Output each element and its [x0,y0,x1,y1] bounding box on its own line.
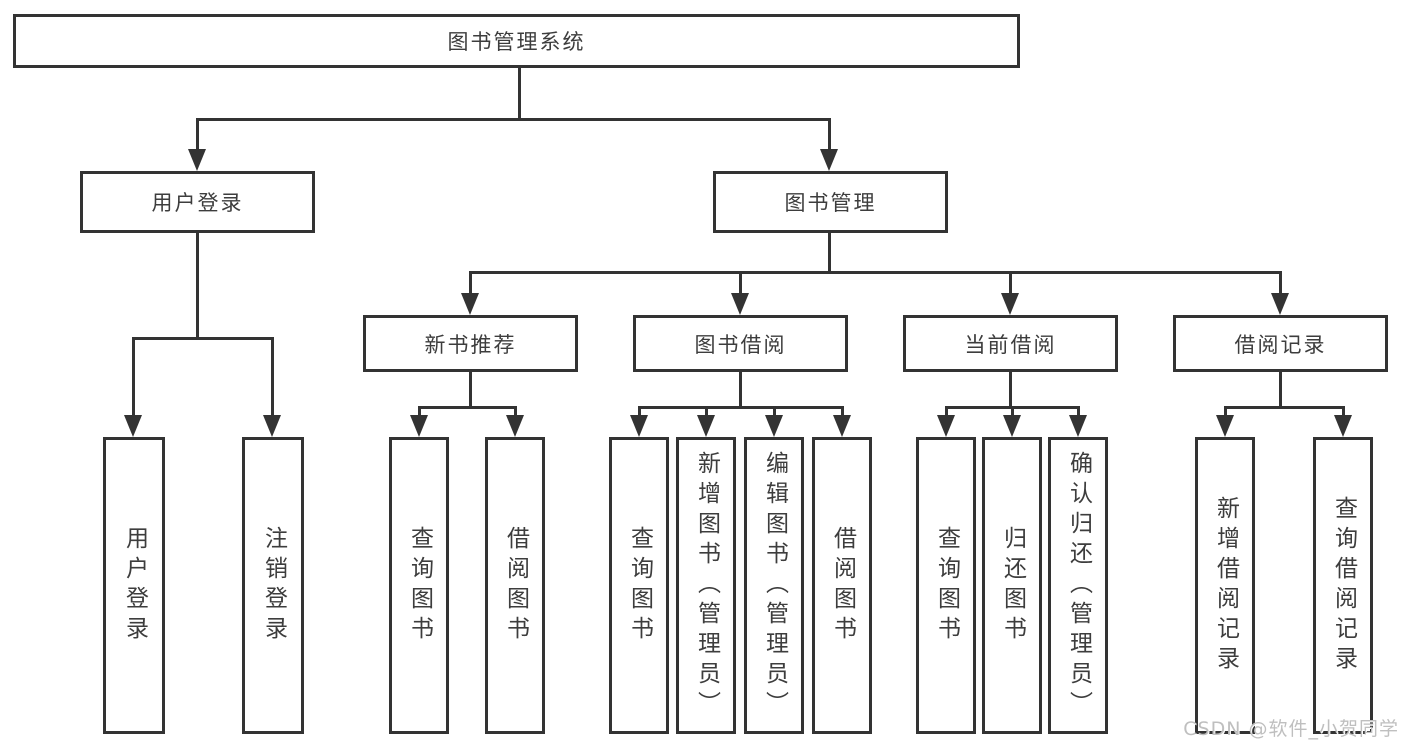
connector-root-branch [196,118,831,121]
arrowhead-c4 [833,415,851,437]
arrowhead-book-mgmt [820,149,838,171]
leaf-add-borrow-record: 新增借阅记录 [1195,437,1255,734]
node-book-management-system: 图书管理系统 [13,14,1020,68]
connector-login-stem [196,233,199,340]
connector-stem-e1 [1224,406,1227,418]
leaf-return-book: 归还图书 [982,437,1042,734]
node-user-login: 用户登录 [80,171,315,233]
arrowhead-c2 [697,415,715,437]
node-book-management: 图书管理 [713,171,948,233]
arrowhead-current [1001,293,1019,315]
connector-stem-c1 [638,406,641,418]
arrowhead-leaf-login [124,415,142,437]
connector-stem-b2 [514,406,517,418]
csdn-watermark: CSDN @软件_小贺同学 [1183,718,1399,740]
arrowhead-d1 [937,415,955,437]
leaf-logout: 注销登录 [242,437,304,734]
connector-records-branch [1224,406,1345,409]
leaf-add-book-admin: 新增图书（管理员） [676,437,736,734]
connector-mgmt-branch [469,271,1282,274]
connector-stem-c3 [773,406,776,418]
connector-stem-newbook [469,271,472,297]
connector-borrow-branch [638,406,844,409]
node-new-book-recommend: 新书推荐 [363,315,578,372]
connector-records-stem [1279,372,1282,409]
connector-stem-borrow [739,271,742,297]
arrowhead-c1 [630,415,648,437]
arrowhead-e2 [1334,415,1352,437]
connector-stem-c2 [705,406,708,418]
node-borrow-records: 借阅记录 [1173,315,1388,372]
leaf-borrow-books: 借阅图书 [812,437,872,734]
leaf-query-books-recommend: 查询图书 [389,437,449,734]
connector-stem-book-mgmt [828,118,831,152]
connector-stem-current [1009,271,1012,297]
arrowhead-borrow [731,293,749,315]
leaf-query-borrow-record: 查询借阅记录 [1313,437,1373,734]
connector-stem-c4 [841,406,844,418]
connector-stem-leaf-login [132,337,135,418]
arrowhead-b1 [410,415,428,437]
arrowhead-leaf-logout [263,415,281,437]
leaf-query-books-current: 查询图书 [916,437,976,734]
leaf-user-login: 用户登录 [103,437,165,734]
leaf-edit-book-admin: 编辑图书（管理员） [744,437,804,734]
connector-mgmt-stem [828,233,831,274]
connector-stem-leaf-logout [271,337,274,418]
connector-newbook-branch [418,406,517,409]
leaf-borrow-books-recommend: 借阅图书 [485,437,545,734]
arrowhead-b2 [506,415,524,437]
connector-login-branch [132,337,274,340]
connector-stem-d2 [1011,406,1014,418]
leaf-confirm-return-admin: 确认归还（管理员） [1048,437,1108,734]
arrowhead-d3 [1069,415,1087,437]
arrowhead-records [1271,293,1289,315]
node-current-borrow: 当前借阅 [903,315,1118,372]
arrowhead-c3 [765,415,783,437]
leaf-query-books-borrow: 查询图书 [609,437,669,734]
connector-borrow-stem [739,372,742,409]
connector-stem-e2 [1342,406,1345,418]
arrowhead-user-login [188,149,206,171]
connector-root-stem [518,68,521,121]
connector-stem-user-login [196,118,199,152]
arrowhead-newbook [461,293,479,315]
connector-stem-records [1279,271,1282,297]
node-book-borrow: 图书借阅 [633,315,848,372]
connector-newbook-stem [469,372,472,409]
connector-stem-d3 [1077,406,1080,418]
connector-current-stem [1009,372,1012,409]
arrowhead-d2 [1003,415,1021,437]
arrowhead-e1 [1216,415,1234,437]
connector-stem-b1 [418,406,421,418]
connector-stem-d1 [945,406,948,418]
